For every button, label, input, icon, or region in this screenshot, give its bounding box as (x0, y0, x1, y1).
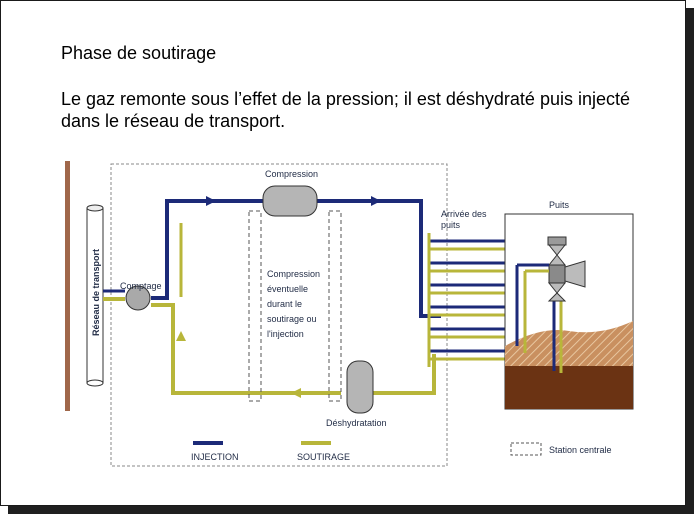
comptage-label: Comptage (120, 281, 162, 291)
well-box: Puits (504, 200, 634, 410)
svg-text:éventuelle: éventuelle (267, 284, 308, 294)
legend-soutirage-label: SOUTIRAGE (297, 452, 350, 462)
svg-text:Compression: Compression (267, 269, 320, 279)
dehydration-label: Déshydratation (326, 418, 387, 428)
slide-shadow-bottom (8, 506, 694, 514)
legend: INJECTION SOUTIRAGE Station centrale (191, 441, 612, 462)
legend-injection-label: INJECTION (191, 452, 239, 462)
wellhead (547, 236, 586, 302)
svg-text:soutirage ou: soutirage ou (267, 314, 317, 324)
transport-network-pipe (65, 161, 70, 411)
arrivals-label-line2: puits (441, 220, 461, 230)
legend-station-label: Station centrale (549, 445, 612, 455)
compression-label: Compression (265, 169, 318, 179)
dehydration-unit (346, 360, 374, 414)
slide-shadow-right (686, 8, 694, 514)
compression-note: Compression éventuelle durant le soutira… (267, 269, 320, 339)
arrival-lines (429, 239, 511, 361)
compressor (262, 185, 318, 217)
legend-station-swatch (510, 442, 542, 456)
comptage-meter (125, 285, 151, 311)
svg-text:durant le: durant le (267, 299, 302, 309)
arrivals-label-line1: Arrivée des (441, 209, 487, 219)
network-label: Réseau de transport (91, 249, 101, 336)
network-cylinder (86, 204, 104, 387)
slide-title: Phase de soutirage (61, 43, 217, 63)
slide: Phase de soutirage Le gaz remonte sous l… (0, 0, 686, 506)
svg-text:l'injection: l'injection (267, 329, 304, 339)
slide-body: Le gaz remonte sous l’effet de la pressi… (61, 89, 630, 131)
wells-label: Puits (549, 200, 570, 210)
gas-storage-diagram: Réseau de transport Comptage Compression… (65, 161, 634, 467)
